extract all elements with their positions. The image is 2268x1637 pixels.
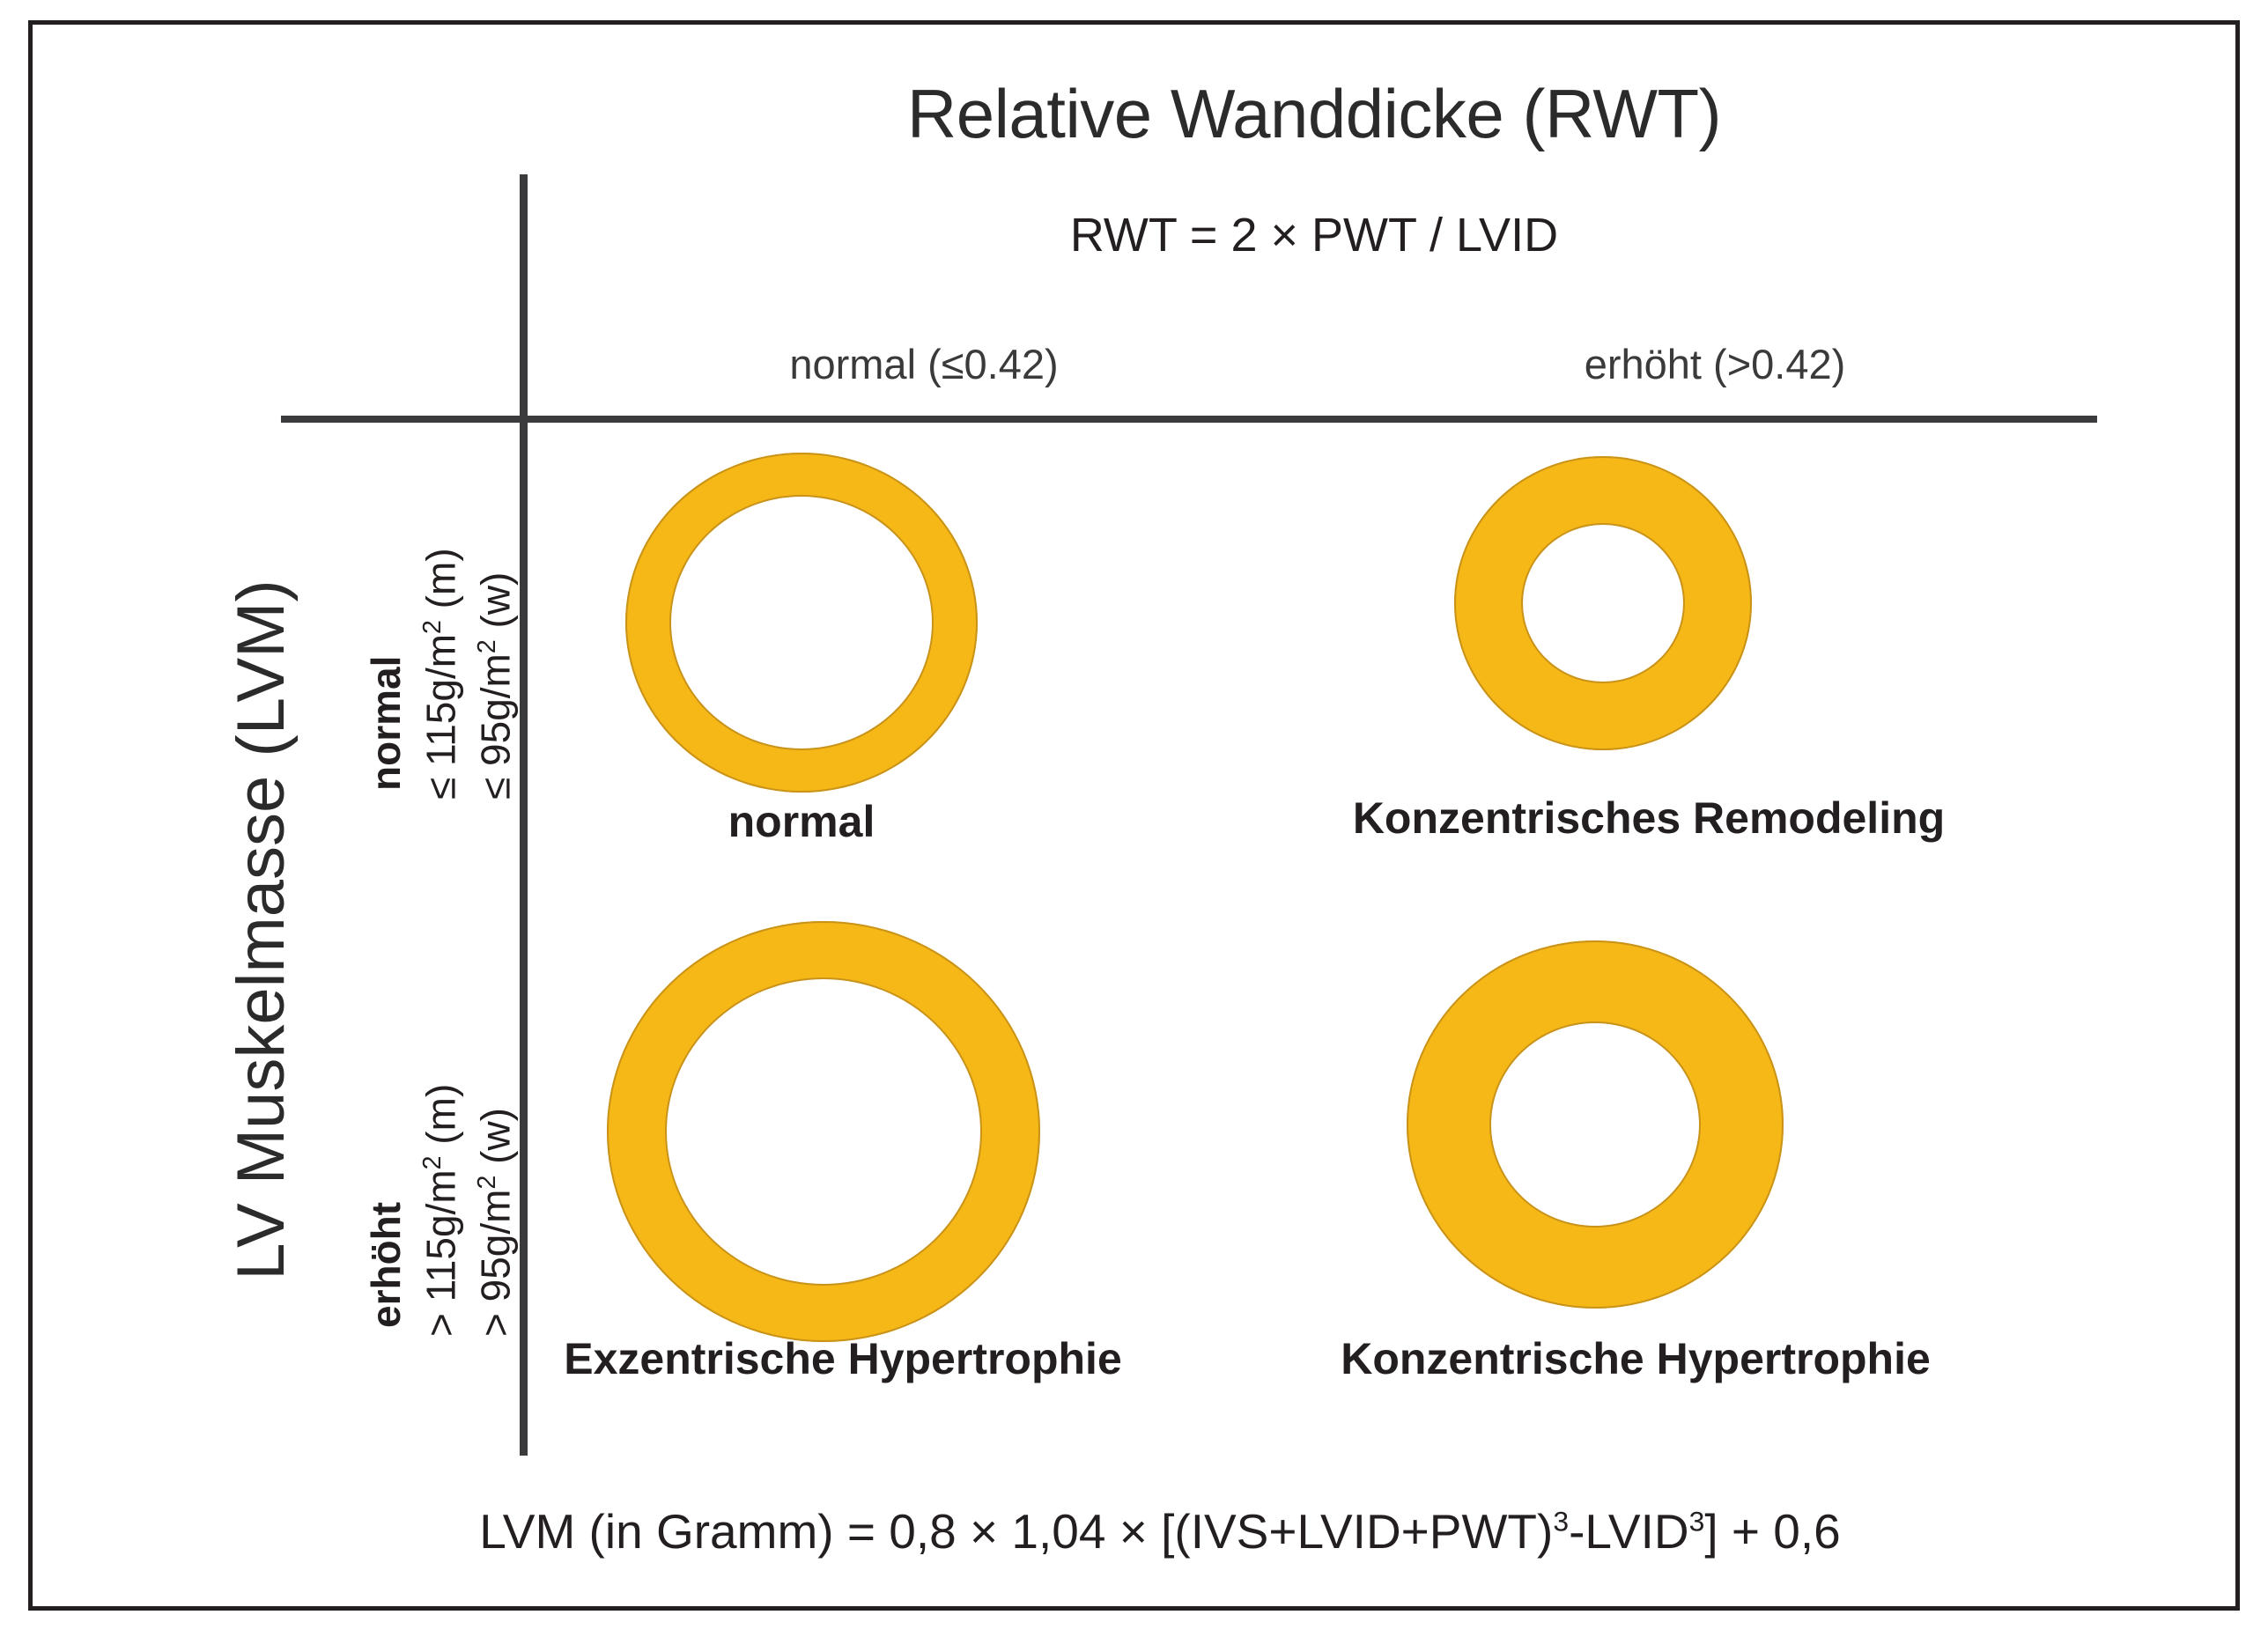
row-label-erhoeht-category: erhöht	[363, 1201, 409, 1328]
lvm-formula-exponent-1: 3	[1553, 1505, 1570, 1537]
lvm-formula-prefix: LVM (in Gramm) = 0,8 × 1,04 × [(IVS+LVID…	[479, 1504, 1554, 1559]
row-label-erhoeht-female-criterion: > 95g/m2 (w)	[472, 1108, 519, 1338]
cell-caption-normal: normal	[728, 797, 875, 846]
ventricle-ring-exzentrische-hypertrophie	[607, 921, 1040, 1342]
row-label-normal-female-criterion: ≤ 95g/m2 (w)	[472, 571, 519, 800]
vertical-axis-line	[520, 174, 528, 1456]
row-label-normal-male-exponent: 2	[418, 620, 447, 634]
ventricle-cavity-exzentrische-hypertrophie	[667, 979, 980, 1284]
row-label-erhoeht-female-suffix: (w)	[472, 1108, 519, 1176]
ventricle-ring-konzentrisches-remodeling	[1454, 456, 1752, 750]
row-label-erhoeht-male-suffix: (m)	[417, 1083, 464, 1156]
row-label-normal-male-prefix: ≤ 115g/m	[417, 633, 464, 800]
cell-caption-konzentrische-hypertrophie: Konzentrische Hypertrophie	[1341, 1334, 1931, 1383]
ventricle-ring-konzentrische-hypertrophie	[1407, 940, 1784, 1309]
lvm-formula-mid: -LVID	[1569, 1504, 1689, 1559]
ventricle-cavity-konzentrisches-remodeling	[1523, 525, 1683, 682]
row-label-normal-male-criterion: ≤ 115g/m2 (m)	[417, 548, 464, 800]
column-header-rwt-normal: normal (≤0.42)	[789, 341, 1059, 387]
lvm-formula-exponent-2: 3	[1688, 1505, 1705, 1537]
row-label-normal-female-exponent: 2	[473, 639, 501, 654]
row-label-normal-male-suffix: (m)	[417, 548, 464, 621]
column-header-rwt-erhoeht: erhöht (>0.42)	[1584, 341, 1846, 387]
row-label-erhoeht-male-prefix: > 115g/m	[417, 1169, 464, 1337]
ventricle-cavity-konzentrische-hypertrophie	[1491, 1023, 1699, 1226]
row-label-erhoeht-female-prefix: > 95g/m	[472, 1189, 519, 1338]
row-label-erhoeht-male-exponent: 2	[418, 1155, 447, 1170]
row-label-erhoeht-male-criterion: > 115g/m2 (m)	[417, 1083, 464, 1337]
row-label-normal-female-prefix: ≤ 95g/m	[472, 653, 519, 800]
page-title: Relative Wanddicke (RWT)	[906, 75, 1722, 152]
row-label-erhoeht-female-exponent: 2	[473, 1175, 501, 1190]
cell-caption-konzentrisches-remodeling: Konzentrisches Remodeling	[1352, 793, 1946, 843]
lvm-formula-suffix: ] + 0,6	[1704, 1504, 1841, 1559]
row-label-normal-category: normal	[363, 655, 409, 791]
ventricle-cavity-normal	[671, 497, 932, 748]
row-label-normal-female-suffix: (w)	[472, 571, 519, 640]
rwt-formula: RWT = 2 × PWT / LVID	[1069, 209, 1559, 262]
y-axis-title: LV Muskelmasse (LVM)	[224, 579, 299, 1280]
horizontal-axis-line	[281, 416, 2097, 423]
cell-caption-exzentrische-hypertrophie: Exzentrische Hypertrophie	[564, 1334, 1122, 1383]
figure-frame: Relative Wanddicke (RWT) RWT = 2 × PWT /…	[28, 20, 2240, 1611]
lvm-formula: LVM (in Gramm) = 0,8 × 1,04 × [(IVS+LVID…	[156, 1508, 2164, 1556]
ventricle-ring-normal	[625, 453, 978, 793]
